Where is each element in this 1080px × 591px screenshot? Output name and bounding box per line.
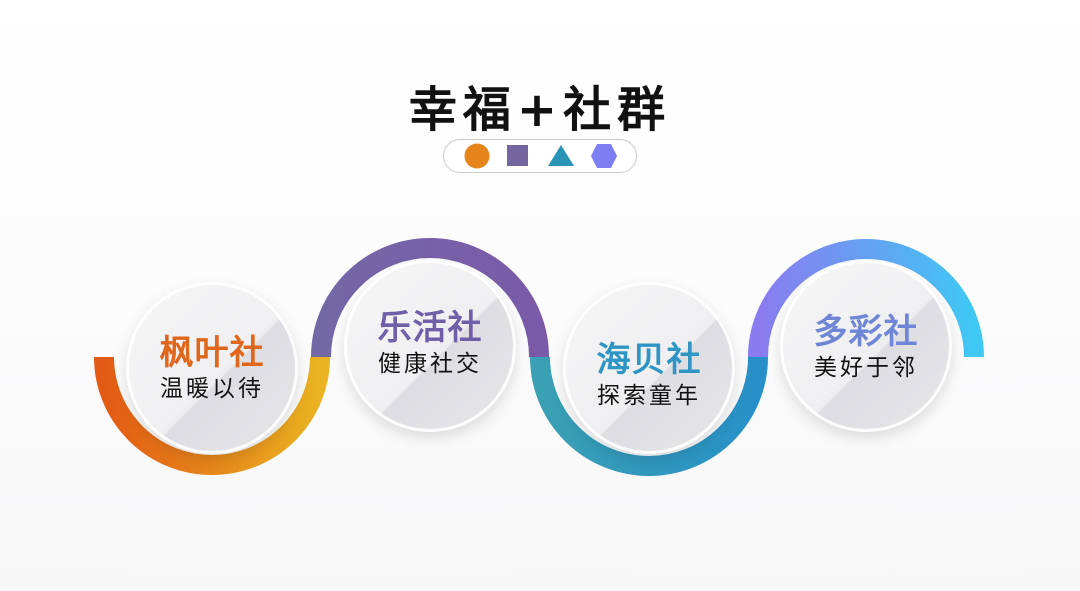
hexagon-shape-icon <box>591 144 617 168</box>
club-slogan: 健康社交 <box>378 351 482 377</box>
arc-blue <box>530 356 768 476</box>
club-card-colorful: 多彩社 美好于邻 <box>766 312 966 384</box>
triangle-shape-icon <box>548 145 574 166</box>
arc-purple <box>311 238 549 358</box>
club-name: 枫叶社 <box>159 333 265 373</box>
square-shape-icon <box>507 145 528 166</box>
club-circle-lohas <box>344 260 516 432</box>
club-name: 多彩社 <box>813 312 919 352</box>
club-slogan: 温暖以待 <box>160 376 264 402</box>
club-circle-shell <box>563 282 735 454</box>
club-card-shell: 海贝社 探索童年 <box>549 340 749 412</box>
club-slogan: 探索童年 <box>597 383 701 409</box>
club-card-lohas: 乐活社 健康社交 <box>330 308 530 380</box>
arc-cyan <box>748 239 984 358</box>
club-name: 海贝社 <box>596 340 702 380</box>
circle-shape-icon <box>464 143 490 169</box>
club-circle-maple <box>126 282 298 454</box>
club-circle-colorful <box>780 260 952 432</box>
club-card-maple: 枫叶社 温暖以待 <box>112 333 312 405</box>
club-slogan: 美好于邻 <box>814 355 918 381</box>
page-title: 幸福+社群 <box>408 82 672 138</box>
arc-orange <box>94 356 330 475</box>
club-name: 乐活社 <box>377 308 483 348</box>
